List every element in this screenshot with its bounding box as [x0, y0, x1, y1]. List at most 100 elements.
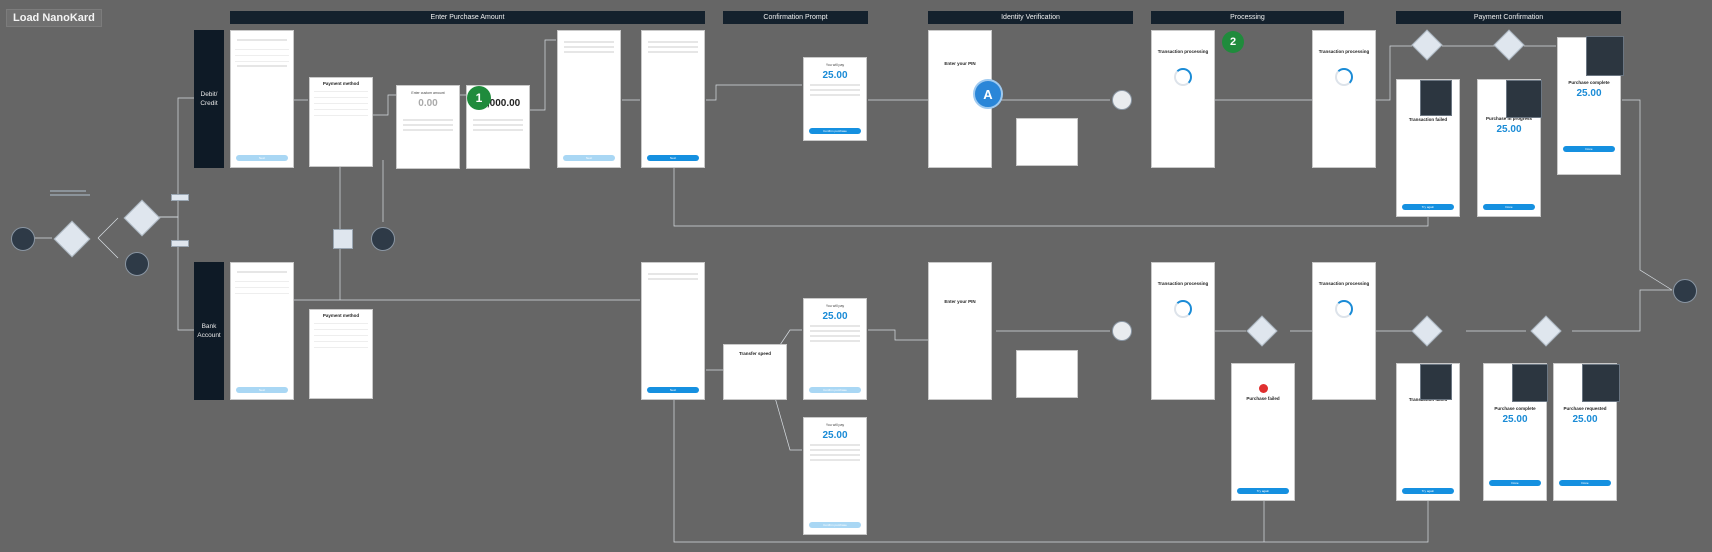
exit-node — [125, 252, 149, 276]
payment-method-title: Payment method — [322, 81, 360, 86]
lane-bank-account: Bank Account — [194, 262, 224, 400]
branch-chip-bank — [171, 240, 189, 247]
done-button-2[interactable]: Done — [1562, 146, 1616, 152]
processing-node-card — [1112, 90, 1132, 110]
error-icon-bank — [1258, 384, 1268, 393]
screen-processing-card-1: Transaction processing — [1151, 30, 1215, 168]
try-again-bank-2[interactable]: Try again — [1401, 488, 1455, 494]
tooltip-panel-2 — [1506, 80, 1542, 118]
purchase-in-progress-title: Purchase in progress — [1485, 116, 1533, 121]
pay-amount-requested: 25.00 — [1572, 414, 1598, 425]
purchase-failed-title: Purchase failed — [1246, 396, 1280, 401]
decision-diamond-4 — [1493, 29, 1525, 61]
pay-amount-bank-2: 25.00 — [822, 430, 848, 441]
screen-amount-error[interactable]: Next — [557, 30, 621, 168]
legend-notes — [50, 188, 110, 198]
decision-diamond-2 — [123, 199, 161, 237]
decision-diamond-6 — [1411, 315, 1443, 347]
screen-processing-bank-2: Transaction processing — [1312, 262, 1376, 400]
tooltip-panel-3 — [1586, 36, 1624, 76]
pay-amount-bank-1: 25.00 — [822, 311, 848, 322]
screen-confirm-bank-1[interactable]: You will pay 25.00 Confirm purchase — [803, 298, 867, 400]
next-button[interactable]: Next — [235, 155, 289, 161]
badge-a[interactable]: A — [973, 79, 1003, 109]
next-button-bank[interactable]: Next — [235, 387, 289, 393]
end-node — [1673, 279, 1697, 303]
pay-amount-complete: 25.00 — [1576, 88, 1602, 99]
screen-confirm-card[interactable]: You will pay 25.00 Confirm purchase — [803, 57, 867, 141]
branch-chip-card — [171, 194, 189, 201]
screen-select-amount-bank[interactable]: Next — [230, 262, 294, 400]
screen-amount-selected-bank[interactable]: Next — [641, 262, 705, 400]
pay-amount-progress: 25.00 — [1496, 124, 1522, 135]
processing-spinner-bank-1 — [1174, 300, 1192, 318]
pay-amount-complete-bank: 25.00 — [1502, 414, 1528, 425]
entered-amount: 20,000.00 — [475, 98, 521, 109]
stage-identity: Identity Verification — [928, 11, 1133, 24]
done-button-1[interactable]: Done — [1482, 204, 1536, 210]
processing-spinner-bank-2 — [1335, 300, 1353, 318]
transfer-speed-title: Transfer speed — [738, 351, 771, 356]
decision-diamond-7 — [1530, 315, 1562, 347]
processing-title-bank-1: Transaction processing — [1157, 281, 1209, 286]
done-button-requested[interactable]: Done — [1558, 480, 1612, 486]
screen-purchase-failed[interactable]: Purchase failed Try again — [1231, 363, 1295, 501]
confirm-purchase-bank-1[interactable]: Confirm purchase — [808, 387, 862, 393]
board-title: Load NanoKard — [6, 9, 102, 27]
transaction-failed-title: Transaction failed — [1408, 117, 1448, 122]
processing-title-1: Transaction processing — [1157, 49, 1209, 54]
confirm-purchase-bank-2[interactable]: Confirm purchase — [808, 522, 862, 528]
badge-2[interactable]: 2 — [1222, 31, 1244, 53]
enter-pin-title-bank: Enter your PIN — [944, 299, 976, 304]
next-button-2[interactable]: Next — [562, 155, 616, 161]
pin-keypad-bank[interactable] — [1016, 350, 1078, 398]
screen-custom-amount[interactable]: Enter custom amount 0.00 — [396, 85, 460, 169]
try-again-button[interactable]: Try again — [1401, 204, 1455, 210]
done-button-bank[interactable]: Done — [1488, 480, 1542, 486]
tooltip-panel-6 — [1582, 364, 1620, 402]
you-will-pay-bank-2: You will pay — [825, 423, 845, 427]
enter-pin-title: Enter your PIN — [944, 61, 976, 66]
start-node — [11, 227, 35, 251]
screen-amount-selected[interactable]: Next — [641, 30, 705, 168]
purchase-complete-bank-title: Purchase complete — [1494, 406, 1536, 411]
zero-amount: 0.00 — [418, 98, 438, 109]
note-chip — [333, 229, 353, 249]
you-will-pay-bank-1: You will pay — [825, 304, 845, 308]
custom-amount-node — [371, 227, 395, 251]
stage-enter-amount: Enter Purchase Amount — [230, 11, 705, 24]
screen-payment-method-card[interactable]: Payment method — [309, 77, 373, 167]
custom-amount-hint: Enter custom amount — [411, 91, 445, 95]
stage-payment-confirmation: Payment Confirmation — [1396, 11, 1621, 24]
next-button-3[interactable]: Next — [646, 155, 700, 161]
badge-1[interactable]: 1 — [467, 86, 491, 110]
processing-spinner-1 — [1174, 68, 1192, 86]
processing-title-bank-2: Transaction processing — [1318, 281, 1370, 286]
stage-confirmation: Confirmation Prompt — [723, 11, 868, 24]
decision-diamond-5 — [1246, 315, 1278, 347]
tooltip-panel-1 — [1420, 80, 1452, 116]
screen-enter-pin-bank[interactable]: Enter your PIN — [928, 262, 992, 400]
processing-spinner-2 — [1335, 68, 1353, 86]
decision-diamond-1 — [53, 220, 91, 258]
tooltip-panel-4 — [1420, 364, 1452, 400]
screen-processing-card-2: Transaction processing — [1312, 30, 1376, 168]
purchase-requested-title: Purchase requested — [1563, 406, 1607, 411]
screen-transfer-speed[interactable]: Transfer speed — [723, 344, 787, 400]
stage-processing: Processing — [1151, 11, 1344, 24]
decision-diamond-3 — [1411, 29, 1443, 61]
tooltip-panel-5 — [1512, 364, 1548, 402]
confirm-purchase-button[interactable]: Confirm purchase — [808, 128, 862, 134]
lane-debit-credit: Debit/ Credit — [194, 30, 224, 168]
processing-node-bank — [1112, 321, 1132, 341]
pay-amount: 25.00 — [822, 70, 848, 81]
try-again-bank[interactable]: Try again — [1236, 488, 1290, 494]
screen-payment-method-bank[interactable]: Payment method — [309, 309, 373, 399]
you-will-pay-label: You will pay — [825, 63, 845, 67]
pin-keypad-card[interactable] — [1016, 118, 1078, 166]
screen-confirm-bank-2[interactable]: You will pay 25.00 Confirm purchase — [803, 417, 867, 535]
next-button-bank-2[interactable]: Next — [646, 387, 700, 393]
screen-processing-bank-1: Transaction processing — [1151, 262, 1215, 400]
screen-select-amount-card[interactable]: Next — [230, 30, 294, 168]
payment-method-title-bank: Payment method — [322, 313, 360, 318]
